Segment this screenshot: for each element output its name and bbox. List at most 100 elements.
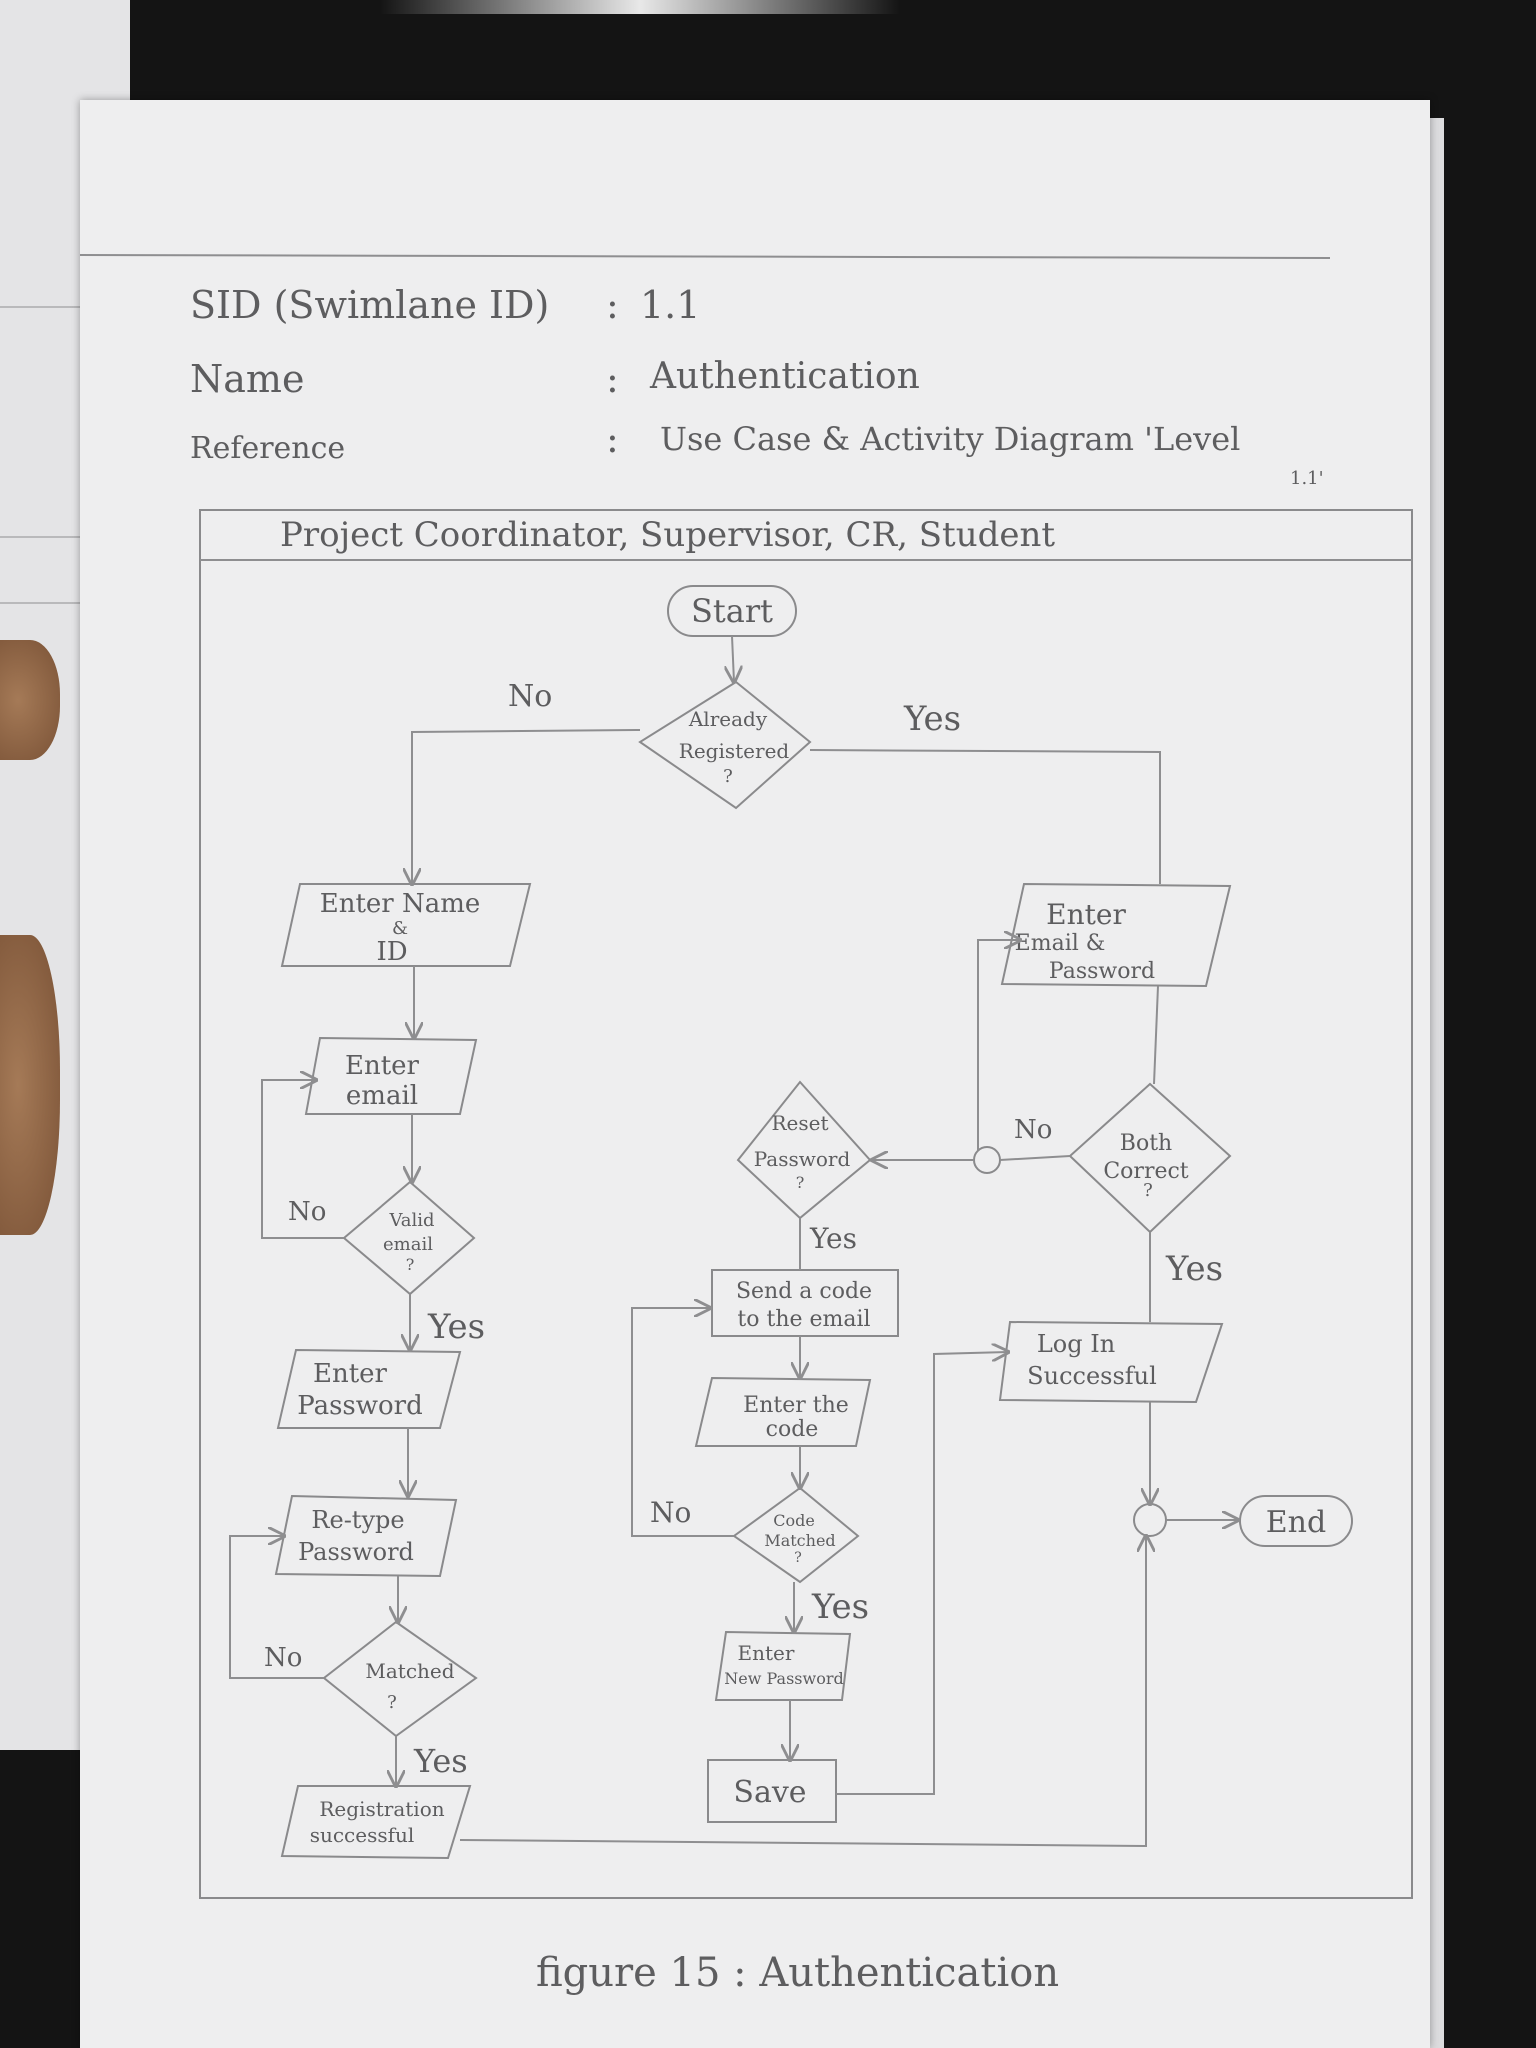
label-matched-no: No	[264, 1643, 302, 1673]
sid-separator: :	[606, 283, 619, 327]
enter-new-password-text: New Password	[724, 1669, 843, 1688]
enter-password-text: Password	[297, 1391, 423, 1421]
login-successful-text: Successful	[1027, 1362, 1157, 1390]
thumb	[0, 640, 60, 760]
enter-email-text: email	[346, 1081, 418, 1111]
valid-email-text: ?	[406, 1255, 415, 1274]
edge-matched-no-loop	[229, 1536, 324, 1679]
sheet-rule	[0, 602, 130, 604]
label-valid-no: No	[288, 1197, 326, 1227]
label-valid-yes: Yes	[427, 1307, 485, 1347]
swimlane-title: Project Coordinator, Supervisor, CR, Stu…	[280, 515, 1055, 555]
edge-save-to-login	[836, 1352, 1008, 1795]
name-value: Authentication	[649, 356, 920, 397]
code-matched-decision	[732, 1486, 860, 1584]
both-correct-text: Both	[1120, 1131, 1172, 1156]
figure-caption: figure 15 : Authentication	[536, 1950, 1059, 1996]
enter-name-id-text: Enter Name	[320, 889, 481, 919]
name-separator: :	[606, 357, 619, 401]
end-label: End	[1266, 1505, 1326, 1540]
label-code-yes: Yes	[811, 1587, 869, 1627]
label-registered-no: No	[508, 679, 552, 714]
send-code-text: to the email	[737, 1307, 870, 1332]
name-label: Name	[190, 357, 304, 401]
send-code-text: Send a code	[736, 1279, 872, 1304]
code-matched-text: Matched	[764, 1531, 835, 1550]
reference-value: Use Case & Activity Diagram 'Level	[660, 420, 1240, 458]
already-registered-text: ?	[723, 766, 733, 787]
already-registered-decision	[638, 680, 812, 810]
sid-label: SID (Swimlane ID)	[190, 283, 549, 327]
paper-top-rule	[79, 254, 1331, 259]
merge-node	[973, 1146, 1001, 1174]
sheet-rule	[0, 536, 130, 538]
matched-text: Matched	[365, 1659, 454, 1683]
retype-password-text: Password	[298, 1538, 414, 1566]
edge-registered-no	[412, 729, 641, 884]
enter-email-text: Enter	[345, 1051, 420, 1081]
enter-email-password-node	[1000, 882, 1232, 988]
start-label: Start	[691, 592, 773, 630]
header: SID (Swimlane ID) : 1.1 Name : Authentic…	[190, 283, 1324, 489]
enter-code-node	[694, 1376, 872, 1447]
label-both-correct-yes: Yes	[1165, 1249, 1223, 1289]
already-registered-text: Registered	[679, 739, 790, 763]
label-matched-yes: Yes	[413, 1742, 468, 1780]
matched-text: ?	[387, 1692, 397, 1713]
retype-password-text: Re-type	[311, 1506, 404, 1534]
registration-successful-node	[280, 1785, 472, 1860]
enter-code-text: code	[766, 1417, 819, 1442]
finger	[0, 935, 60, 1235]
edge-both-correct-no	[999, 1155, 1071, 1161]
label-registered-yes: Yes	[903, 699, 961, 739]
label-reset-yes: Yes	[809, 1222, 857, 1255]
code-matched-text: ?	[794, 1550, 802, 1566]
reset-password-text: Reset	[771, 1111, 828, 1135]
reference-value-cont: 1.1'	[1290, 468, 1324, 489]
edge-valid-no-loop	[261, 1080, 344, 1239]
sheet-rule	[0, 306, 130, 308]
enter-email-password-text: Enter	[1046, 898, 1126, 931]
swimlane-frame	[199, 509, 1413, 1899]
reset-password-text: Password	[754, 1147, 851, 1171]
label-both-correct-no: No	[1014, 1115, 1052, 1145]
final-merge-node	[1133, 1503, 1167, 1537]
both-correct-text: ?	[1143, 1180, 1153, 1201]
enter-email-password-text: Email &	[1015, 931, 1106, 956]
valid-email-text: email	[383, 1234, 433, 1255]
edge-credentials-to-check	[1153, 985, 1159, 1085]
reference-label: Reference	[190, 431, 345, 466]
edge-retry-credentials	[977, 940, 1020, 1150]
enter-name-id-node	[280, 883, 532, 967]
save-text: Save	[733, 1775, 806, 1810]
enter-new-password-text: Enter	[738, 1641, 795, 1665]
enter-new-password-node	[714, 1630, 852, 1701]
enter-code-text: Enter the	[743, 1393, 849, 1418]
sid-value: 1.1	[640, 283, 700, 327]
enter-email-password-text: Password	[1049, 959, 1155, 984]
login-successful-text: Log In	[1037, 1330, 1115, 1358]
valid-email-text: Valid	[388, 1210, 434, 1231]
enter-name-id-text: ID	[376, 937, 407, 967]
edge-code-no-loop	[631, 1308, 734, 1537]
reference-separator: :	[606, 417, 619, 461]
both-correct-decision	[1068, 1082, 1232, 1234]
light-glare	[380, 0, 900, 14]
registration-successful-text: successful	[310, 1823, 415, 1847]
reset-password-text: ?	[796, 1173, 805, 1192]
both-correct-text: Correct	[1103, 1159, 1188, 1184]
already-registered-text: Already	[688, 707, 768, 731]
enter-name-id-text: &	[392, 918, 408, 939]
flow-edges	[229, 635, 1238, 1848]
save-node	[707, 1759, 837, 1823]
edge-start-to-registered	[732, 635, 734, 682]
edge-registration-to-merge	[459, 1536, 1146, 1848]
code-matched-text: Code	[773, 1511, 815, 1530]
registration-successful-text: Registration	[319, 1797, 444, 1821]
enter-password-text: Enter	[313, 1359, 388, 1389]
edge-labels: No Yes No Yes No Yes No Yes Yes No Yes	[264, 679, 1223, 1780]
retype-password-node	[274, 1494, 458, 1578]
label-code-no: No	[650, 1496, 691, 1529]
login-successful-node	[998, 1320, 1224, 1404]
edge-registered-yes	[809, 749, 1161, 884]
